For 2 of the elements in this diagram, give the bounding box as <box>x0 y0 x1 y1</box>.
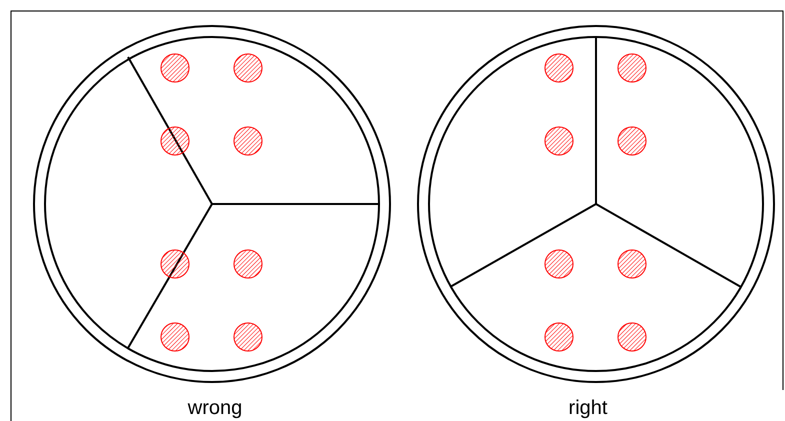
caption-text: right <box>568 398 608 418</box>
caption-text: wrong <box>188 398 242 418</box>
